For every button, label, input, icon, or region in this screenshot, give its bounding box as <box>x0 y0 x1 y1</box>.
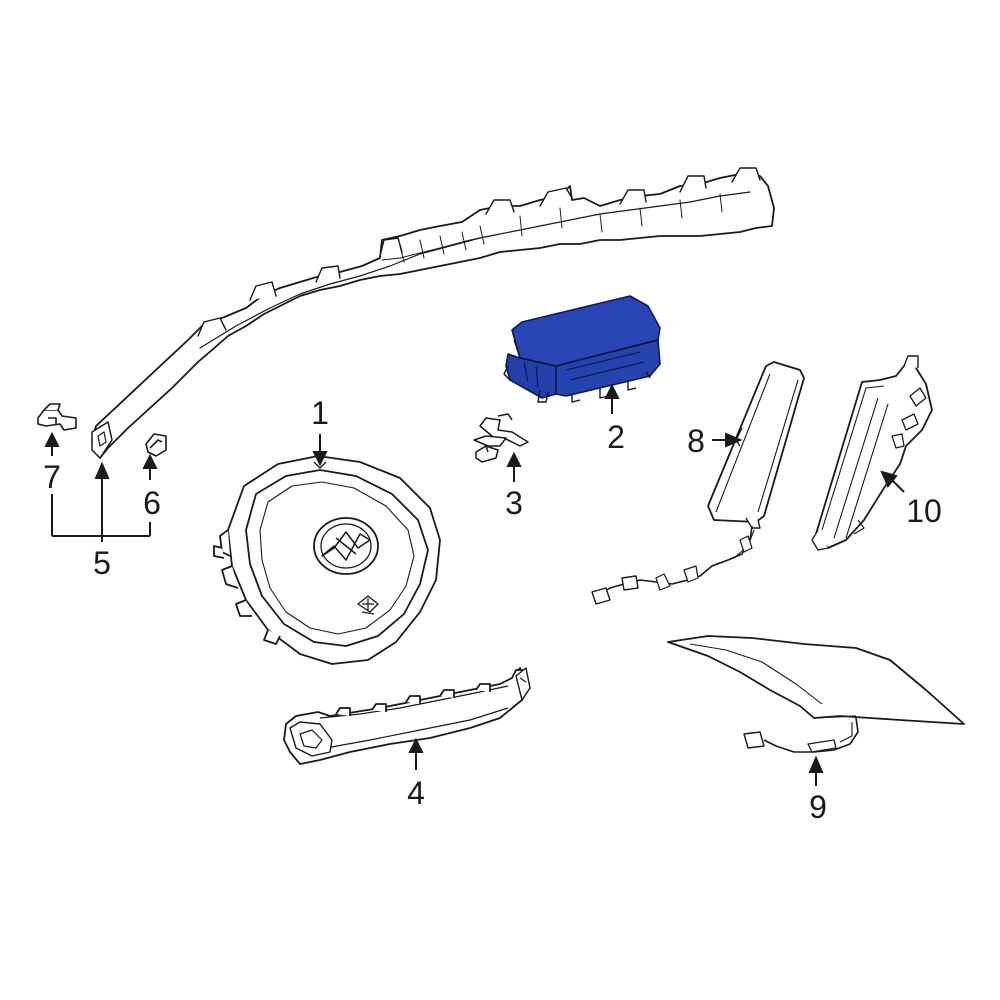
callout-7: 7 <box>43 459 61 495</box>
callout-5: 5 <box>93 545 111 581</box>
callout-3: 3 <box>505 485 523 521</box>
clip-6[interactable] <box>146 434 166 456</box>
arrowhead-7 <box>44 431 60 447</box>
steering-wheel-airbag[interactable] <box>214 456 440 664</box>
arrowhead-4 <box>408 737 424 753</box>
callout-2: 2 <box>607 419 625 455</box>
callout-9: 9 <box>809 789 827 825</box>
side-sensor-airbag[interactable] <box>812 356 932 550</box>
arrowhead-8 <box>725 432 743 448</box>
callout-6: 6 <box>143 485 161 521</box>
arrowhead-6 <box>142 453 158 469</box>
clip-7[interactable] <box>38 404 76 430</box>
arrowhead-1 <box>312 451 328 467</box>
arrowhead-3 <box>506 451 522 467</box>
arrowhead-5 <box>94 461 110 479</box>
clip-bracket[interactable] <box>474 414 528 462</box>
arrowhead-10 <box>880 470 898 488</box>
callout-1: 1 <box>311 395 329 431</box>
seat-cushion-airbag[interactable] <box>668 636 964 752</box>
seat-side-airbag[interactable] <box>592 362 804 604</box>
curtain-airbag[interactable] <box>92 168 774 458</box>
callout-10: 10 <box>906 493 942 529</box>
knee-airbag[interactable] <box>284 668 530 764</box>
arrowhead-2 <box>604 383 620 399</box>
callout-labels: 1 2 3 4 5 6 7 8 9 10 <box>43 395 942 825</box>
arrowhead-9 <box>808 755 824 773</box>
callout-leaders <box>44 383 905 786</box>
passenger-airbag-module[interactable] <box>504 296 660 402</box>
callout-8: 8 <box>687 423 705 459</box>
callout-4: 4 <box>407 775 425 811</box>
